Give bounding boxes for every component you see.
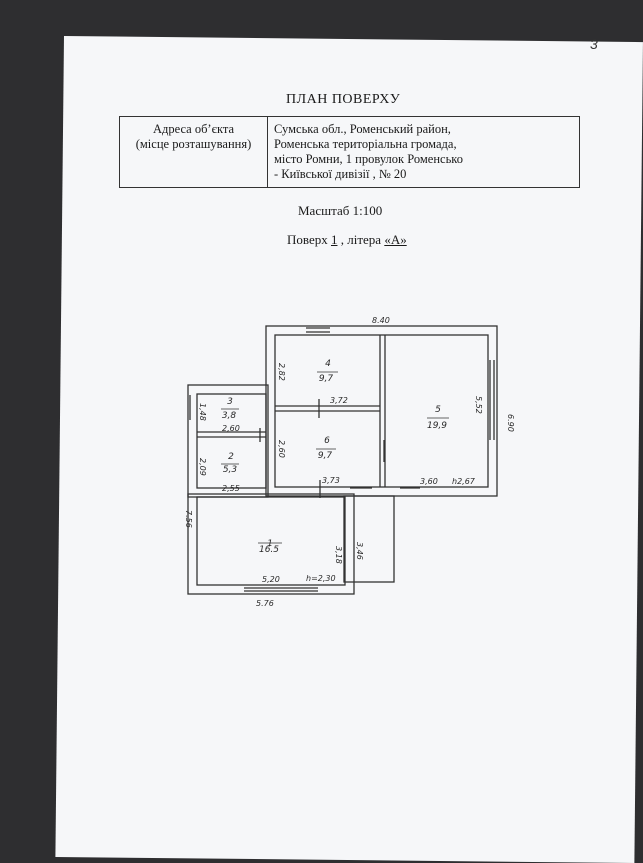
address-line: Роменська територіальна громада, <box>274 137 457 151</box>
dimension: 3,72 <box>330 396 348 405</box>
dimension: 5.76 <box>256 599 274 608</box>
floor-letter-label: , літера <box>340 232 382 247</box>
address-line: місто Ромни, 1 провулок Роменсько <box>274 152 463 166</box>
address-label-cell: Адреса об’єкта (місце розташування) <box>119 116 268 188</box>
dimension: 2,55 <box>222 484 240 493</box>
dimension: 5,52 <box>474 396 483 414</box>
dimension: 2,60 <box>277 440 286 458</box>
dimension: 3,60 <box>420 477 438 486</box>
inner-wall-bottom <box>196 496 346 586</box>
address-line: - Київської дивізії , № 20 <box>274 167 407 181</box>
room-number: 4 <box>325 359 331 369</box>
room-area: 16.5 <box>259 545 279 555</box>
dimension: 2,60 <box>222 424 240 433</box>
room-number: 2 <box>228 452 234 462</box>
dimension: 3,18 <box>334 546 343 564</box>
dimension: h2,67 <box>452 477 476 486</box>
porch-outline <box>343 495 395 583</box>
page-number: 3 <box>590 36 598 52</box>
room-number: 5 <box>435 405 441 415</box>
room-number: 3 <box>227 397 233 407</box>
dimension: 2,09 <box>198 458 207 476</box>
dimension-labels: 8.40 6.90 7.56 5.76 5,20 3,18 3,46 h=2,3… <box>184 316 515 608</box>
room-area: 19,9 <box>427 421 447 431</box>
dimension: 7.56 <box>184 510 193 528</box>
outer-wall-bottom <box>187 493 355 595</box>
inner-wall-annex <box>196 393 267 489</box>
address-label-note: (місце розташування) <box>135 137 252 151</box>
floor-number: 1 <box>330 232 338 247</box>
room-number: 1 <box>267 539 273 549</box>
address-table: Адреса об’єкта (місце розташування) Сумс… <box>119 116 580 188</box>
floor-line: Поверх 1 , літера «А» <box>287 232 407 248</box>
address-value-cell: Сумська обл., Роменський район, Роменськ… <box>267 116 580 188</box>
address-line: Сумська обл., Роменський район, <box>274 122 451 136</box>
room-area: 9,7 <box>318 451 333 461</box>
room-area: 5,3 <box>223 465 238 475</box>
dimension: 6.90 <box>506 414 515 432</box>
dimension: 5,20 <box>262 575 280 584</box>
plan-walls <box>187 325 498 595</box>
room-label-dividers <box>221 371 449 544</box>
floor-letter: «А» <box>384 232 407 247</box>
floor-prefix: Поверх <box>287 232 328 247</box>
room-area: 3,8 <box>222 411 237 421</box>
page-title: ПЛАН ПОВЕРХУ <box>286 92 401 107</box>
address-label: Адреса об’єкта <box>152 122 235 136</box>
dimension: 8.40 <box>372 316 390 325</box>
dimension: 1,48 <box>198 403 207 421</box>
room-labels: 4 9,7 5 19,9 6 9,7 3 3,8 2 5,3 1 16.5 <box>222 359 447 555</box>
dimension: 3,73 <box>322 476 340 485</box>
room-area: 9,7 <box>319 374 334 384</box>
dimension: h=2,30 <box>306 574 336 583</box>
dimension: 2,82 <box>277 363 286 381</box>
scale-label: Масштаб 1:100 <box>298 203 383 218</box>
room-number: 6 <box>324 436 330 446</box>
dimension: 3,46 <box>355 542 364 560</box>
